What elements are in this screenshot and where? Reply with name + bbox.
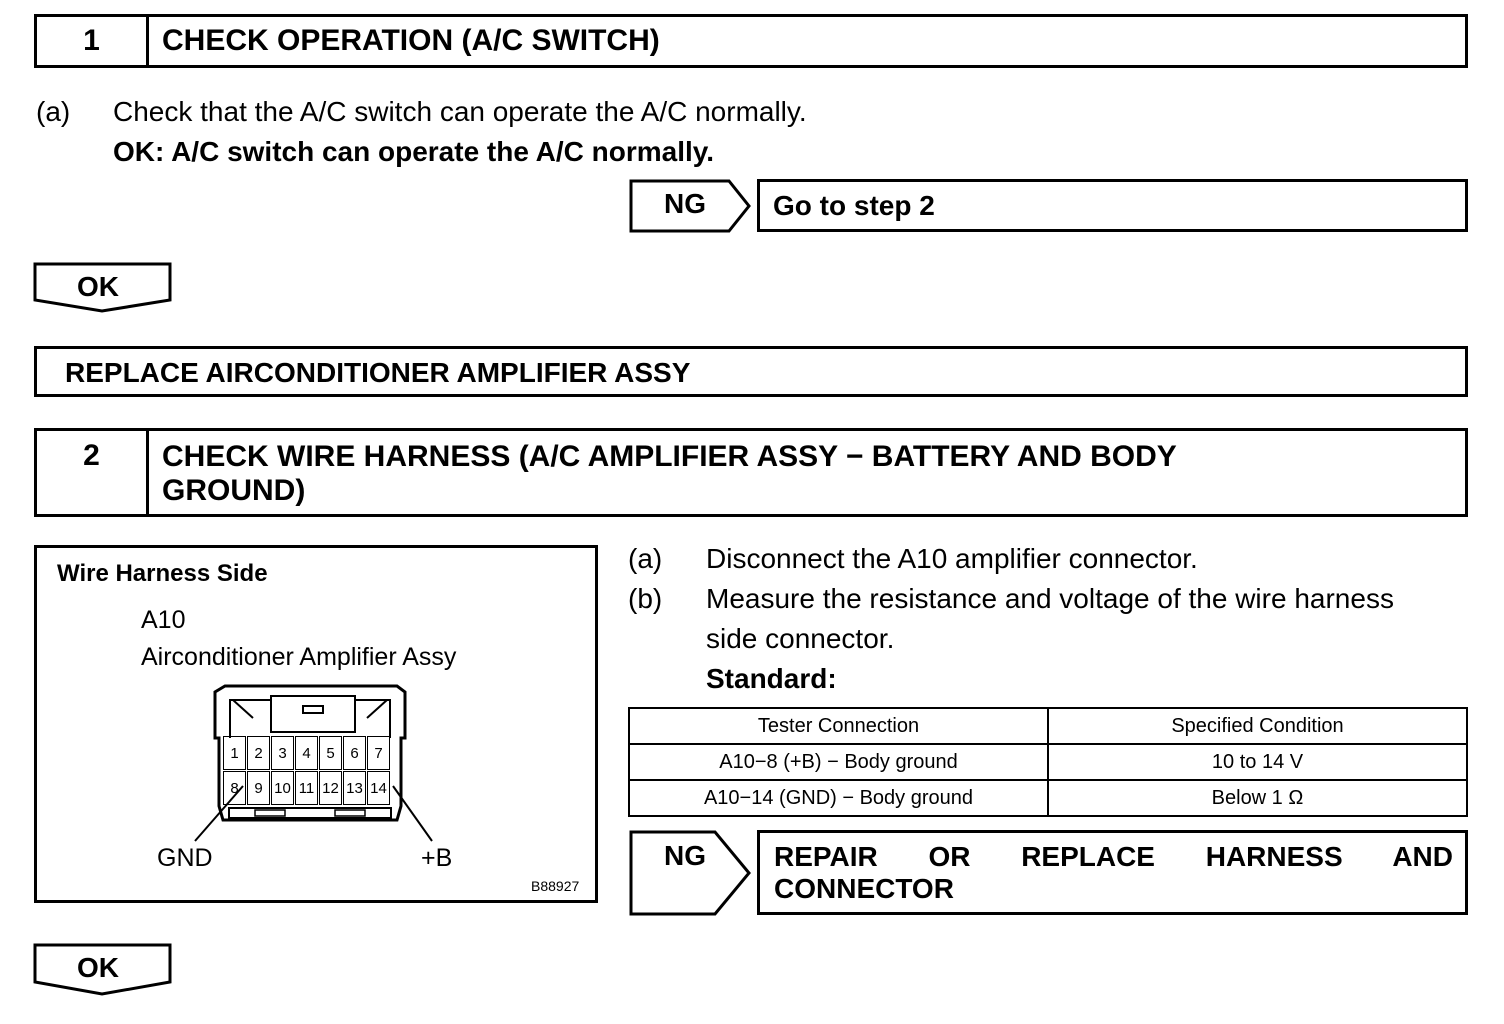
pin-cell: 8 bbox=[223, 771, 246, 805]
step2-ok-arrow bbox=[33, 943, 172, 996]
pin-cell: 11 bbox=[295, 771, 318, 805]
pin-grid: 1 2 3 4 5 6 7 8 9 10 11 12 13 14 bbox=[223, 736, 390, 805]
step2-title-line2: GROUND) bbox=[162, 474, 306, 507]
table-header-row: Tester Connection Specified Condition bbox=[628, 707, 1468, 745]
pin-cell: 5 bbox=[319, 736, 342, 770]
step2-ng-result-line1: REPAIR OR REPLACE HARNESS AND bbox=[774, 841, 1453, 872]
pin-cell: 10 bbox=[271, 771, 294, 805]
step1-ng-label: NG bbox=[664, 188, 706, 219]
step1-ok-text: OK: A/C switch can operate the A/C norma… bbox=[113, 136, 715, 167]
diagram-connector-name: Airconditioner Amplifier Assy bbox=[141, 643, 457, 671]
pin-cell: 1 bbox=[223, 736, 246, 770]
table-cell: A10−14 (GND) − Body ground bbox=[628, 779, 1049, 817]
pin-cell: 4 bbox=[295, 736, 318, 770]
diagram-connector-id: A10 bbox=[141, 606, 186, 634]
diagram-title: Wire Harness Side bbox=[57, 560, 268, 587]
step2-item-b-marker: (b) bbox=[628, 583, 663, 614]
table-row: A10−14 (GND) − Body ground Below 1 Ω bbox=[628, 779, 1468, 817]
pin-row-top: 1 2 3 4 5 6 7 bbox=[223, 736, 390, 770]
step2-item-a-marker: (a) bbox=[628, 543, 663, 574]
pin-cell: 9 bbox=[247, 771, 270, 805]
pin-cell: 13 bbox=[343, 771, 366, 805]
step1-ng-arrow bbox=[629, 179, 751, 233]
pin-cell: 3 bbox=[271, 736, 294, 770]
step1-ok-result: REPLACE AIRCONDITIONER AMPLIFIER ASSY bbox=[65, 357, 691, 388]
step2-ng-label: NG bbox=[664, 840, 706, 871]
figure-code: B88927 bbox=[531, 878, 580, 894]
step1-ok-label: OK bbox=[77, 271, 119, 302]
step2-item-a-text: Disconnect the A10 amplifier connector. bbox=[706, 543, 1198, 574]
pin-cell: 14 bbox=[367, 771, 390, 805]
step2-ok-label: OK bbox=[77, 952, 119, 983]
pin-cell: 6 bbox=[343, 736, 366, 770]
label-plus-b: +B bbox=[421, 844, 453, 872]
step1-title: CHECK OPERATION (A/C SWITCH) bbox=[162, 24, 660, 57]
step2-ng-arrow bbox=[629, 830, 751, 916]
label-gnd: GND bbox=[157, 844, 213, 872]
step1-ng-result-box: Go to step 2 bbox=[757, 179, 1468, 232]
table-cell: A10−8 (+B) − Body ground bbox=[628, 743, 1049, 781]
step1-ok-result-box: REPLACE AIRCONDITIONER AMPLIFIER ASSY bbox=[34, 346, 1468, 397]
step2-ng-result-box: REPAIR OR REPLACE HARNESS AND CONNECTOR bbox=[757, 830, 1468, 915]
table-header: Tester Connection bbox=[628, 707, 1049, 745]
leader-lines bbox=[194, 785, 433, 842]
pin-row-bottom: 8 9 10 11 12 13 14 bbox=[223, 771, 390, 805]
table-cell: 10 to 14 V bbox=[1047, 743, 1468, 781]
step1-ng-result: Go to step 2 bbox=[773, 190, 935, 221]
step1-number: 1 bbox=[37, 17, 149, 65]
step2-header: 2 CHECK WIRE HARNESS (A/C AMPLIFIER ASSY… bbox=[34, 428, 1468, 517]
standard-label: Standard: bbox=[706, 663, 837, 694]
step2-item-b-line1: Measure the resistance and voltage of th… bbox=[706, 583, 1394, 614]
table-header: Specified Condition bbox=[1047, 707, 1468, 745]
step2-item-b-line2: side connector. bbox=[706, 623, 895, 654]
table-cell: Below 1 Ω bbox=[1047, 779, 1468, 817]
step1-ok-arrow bbox=[33, 262, 172, 313]
pin-cell: 12 bbox=[319, 771, 342, 805]
step1-header: 1 CHECK OPERATION (A/C SWITCH) bbox=[34, 14, 1468, 68]
step1-item-a-marker: (a) bbox=[36, 96, 71, 127]
standard-table: Tester Connection Specified Condition A1… bbox=[628, 707, 1468, 817]
step1-item-a-text: Check that the A/C switch can operate th… bbox=[113, 96, 807, 127]
connector-diagram: Wire Harness Side A10 Airconditioner Amp… bbox=[34, 545, 598, 903]
step2-ng-result-line2: CONNECTOR bbox=[774, 873, 954, 904]
step2-title-line1: CHECK WIRE HARNESS (A/C AMPLIFIER ASSY −… bbox=[162, 440, 1177, 473]
connector-shape bbox=[213, 684, 407, 822]
pin-cell: 2 bbox=[247, 736, 270, 770]
table-row: A10−8 (+B) − Body ground 10 to 14 V bbox=[628, 743, 1468, 781]
step2-number: 2 bbox=[37, 431, 149, 514]
pin-cell: 7 bbox=[367, 736, 390, 770]
